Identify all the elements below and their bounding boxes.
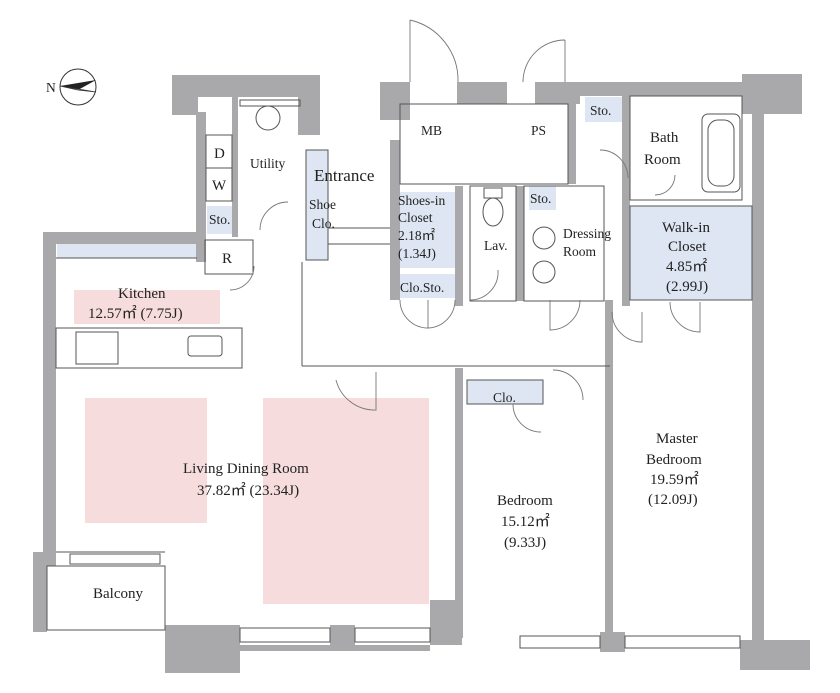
- label-clo-bed: Clo.: [493, 390, 516, 405]
- label-shoes-in-3: 2.18㎡: [398, 228, 436, 243]
- label-bedroom-1: Bedroom: [497, 493, 553, 509]
- label-shoes-in-1: Shoes-in: [398, 193, 446, 208]
- label-dressing-1: Dressing: [563, 226, 611, 241]
- label-ldr-1: Living Dining Room: [183, 461, 309, 477]
- label-w: W: [212, 178, 227, 194]
- room-outlines: [46, 95, 753, 649]
- label-walk-in-1: Walk-in: [662, 220, 710, 236]
- label-master-3: 19.59㎡: [650, 471, 699, 488]
- sto-top-highlight: [585, 97, 625, 122]
- label-kitchen-1: Kitchen: [118, 286, 166, 302]
- sto-utility-highlight: [207, 206, 235, 234]
- kitchen-counter-highlight: [57, 244, 197, 258]
- door-swings: [229, 19, 701, 433]
- label-clo-sto: Clo.Sto.: [400, 280, 444, 295]
- label-shoe-clo-2: Clo.: [312, 216, 335, 231]
- label-shoe-clo-1: Shoe: [309, 197, 336, 212]
- label-sto-top: Sto.: [590, 103, 611, 118]
- shoe-clo-highlight: [306, 150, 328, 260]
- label-master-4: (12.09J): [648, 492, 698, 508]
- kitchen-highlight: [74, 290, 220, 324]
- label-walk-in-3: 4.85㎡: [666, 258, 707, 275]
- label-kitchen-2: 12.57㎡ (7.75J): [88, 305, 183, 322]
- label-bath-2: Room: [644, 152, 681, 168]
- label-entrance: Entrance: [314, 166, 374, 185]
- sto-dressing-highlight: [529, 186, 556, 210]
- label-shoes-in-2: Closet: [398, 210, 433, 225]
- label-bedroom-3: (9.33J): [504, 535, 546, 551]
- label-ps: PS: [531, 123, 546, 138]
- shoes-closet-highlight: [397, 192, 455, 268]
- compass-north-label: N: [46, 80, 56, 95]
- label-sto-dressing: Sto.: [530, 191, 551, 206]
- label-bedroom-2: 15.12㎡: [501, 513, 550, 530]
- label-walk-in-4: (2.99J): [666, 279, 708, 295]
- clo-sto-highlight: [397, 274, 455, 298]
- bedroom-clo-highlight: [467, 380, 543, 404]
- label-lav: Lav.: [484, 238, 508, 253]
- label-shoes-in-4: (1.34J): [398, 246, 436, 261]
- label-walk-in-2: Closet: [668, 239, 707, 255]
- living-highlight-right: [263, 398, 429, 604]
- walk-in-closet-highlight: [630, 206, 752, 300]
- label-r: R: [222, 251, 232, 267]
- label-master-1: Master: [656, 431, 698, 447]
- label-d: D: [214, 146, 225, 162]
- compass-icon: [59, 68, 97, 106]
- label-mb: MB: [421, 123, 442, 138]
- label-bath-1: Bath: [650, 130, 679, 146]
- living-highlight-left: [85, 398, 207, 523]
- label-ldr-2: 37.82㎡ (23.34J): [197, 482, 299, 499]
- label-dressing-2: Room: [563, 244, 597, 259]
- label-sto-utility: Sto.: [209, 212, 230, 227]
- walls: [33, 74, 810, 673]
- label-master-2: Bedroom: [646, 452, 702, 468]
- label-balcony: Balcony: [93, 586, 143, 602]
- label-utility: Utility: [250, 156, 286, 171]
